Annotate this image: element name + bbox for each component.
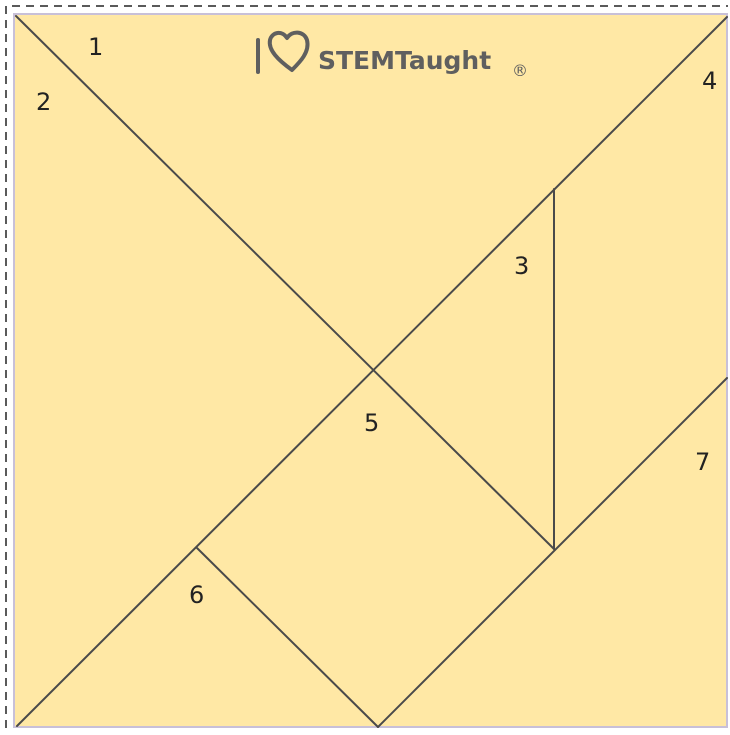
piece-label-3: 3 xyxy=(514,252,529,280)
heart-icon xyxy=(267,30,310,72)
piece-label-2: 2 xyxy=(36,88,51,116)
cut-line xyxy=(5,5,728,728)
piece-labels: 1 2 3 4 5 6 7 xyxy=(36,33,717,609)
piece-label-1: 1 xyxy=(88,33,103,61)
piece-label-7: 7 xyxy=(695,448,710,476)
piece-boundaries xyxy=(15,15,728,728)
boundary-triangle-6-edge xyxy=(196,547,379,728)
boundary-diagonal-main xyxy=(15,15,555,550)
logo-wordmark: STEMTaught xyxy=(318,46,491,75)
boundary-triangle-7-edge xyxy=(377,377,728,728)
logo-registered-mark: ® xyxy=(512,61,528,80)
piece-label-5: 5 xyxy=(364,409,379,437)
boundary-diagonal-secondary xyxy=(16,16,728,727)
stemtaught-logo: STEMTaught ® xyxy=(256,30,528,80)
piece-label-4: 4 xyxy=(702,67,717,95)
piece-label-6: 6 xyxy=(189,581,204,609)
